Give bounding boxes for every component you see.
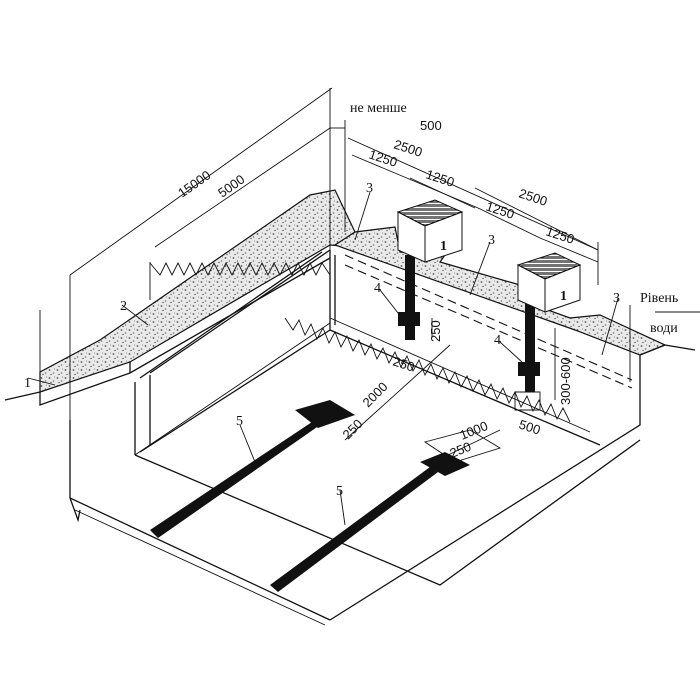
inlet-posts [398, 255, 541, 411]
marker-2: 2 [120, 299, 127, 314]
leader-lines [27, 191, 619, 526]
marker-4a: 4 [374, 281, 381, 296]
note-min: не менше [350, 101, 407, 116]
water-level-label: Рівень води [640, 291, 678, 336]
drain-pipes [150, 400, 502, 592]
dim-1250d: 1250 [544, 224, 576, 247]
dim-5000: 5000 [215, 172, 247, 201]
marker-5a: 5 [236, 414, 243, 429]
dim-500b: 500 [517, 417, 542, 438]
water-level-text-2: води [650, 321, 678, 336]
dim-300-600: 300-600 [558, 357, 573, 405]
marker-3c: 3 [613, 291, 620, 306]
dimension-lines [39, 87, 700, 456]
dim-250c: 250 [340, 416, 366, 442]
inlet-box-1 [396, 199, 464, 263]
box-2-label: 1 [560, 289, 567, 304]
dim-2500b: 2500 [517, 186, 549, 209]
dim-15000: 15000 [175, 167, 213, 200]
marker-5b: 5 [336, 484, 343, 499]
marker-3b: 3 [488, 233, 495, 248]
dim-250a: 250 [428, 320, 443, 342]
dim-2000: 2000 [360, 379, 391, 410]
marker-4b: 4 [494, 333, 501, 348]
water-level-lines [344, 254, 633, 389]
inlet-box-2 [516, 252, 582, 313]
marker-texts: 1 2 3 3 3 4 4 5 5 1 1 [24, 181, 620, 499]
marker-1: 1 [24, 376, 31, 391]
pit-outline [69, 322, 641, 626]
dim-250b: 250 [391, 354, 416, 375]
water-level-text-1: Рівень [640, 291, 678, 306]
sawtooth-edges [149, 261, 571, 423]
marker-3a: 3 [366, 181, 373, 196]
gravel-berm [4, 189, 696, 406]
dim-500: 500 [420, 118, 442, 133]
box-1-label: 1 [440, 239, 447, 254]
